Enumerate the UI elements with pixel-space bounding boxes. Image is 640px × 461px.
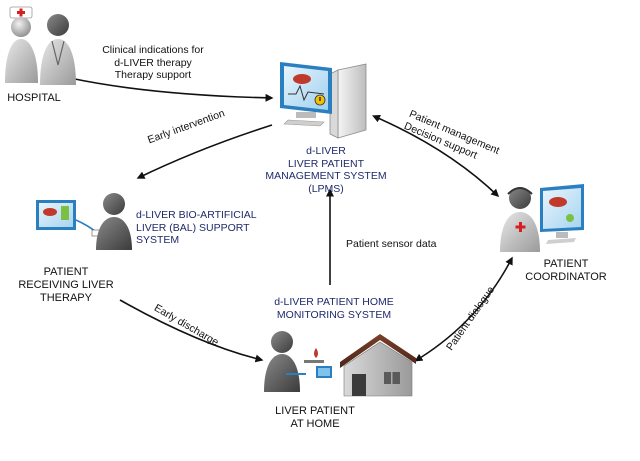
bal-patient-line-1: PATIENT: [43, 266, 89, 278]
lpms-computer-icon: [280, 62, 367, 139]
node-bal-system-label: d-LIVER BIO-ARTIFICIAL LIVER (BAL) SUPPO…: [136, 209, 276, 247]
arrow-hospital-to-lpms: [69, 77, 274, 102]
node-lpms-label: d-LIVER LIVER PATIENT MANAGEMENT SYSTEM …: [256, 145, 396, 195]
arrow-early-discharge: [119, 299, 264, 363]
lpms-line-3: MANAGEMENT SYSTEM: [265, 170, 387, 182]
node-bal-patient-label: PATIENT RECEIVING LIVER THERAPY: [6, 266, 126, 305]
bal-system-line-2: LIVER (BAL) SUPPORT: [136, 221, 250, 234]
coordinator-icon: [500, 184, 584, 252]
bal-system-line-1: d-LIVER BIO-ARTIFICIAL: [136, 209, 257, 221]
node-hospital-label: HOSPITAL: [4, 92, 64, 105]
node-home-system-label: d-LIVER PATIENT HOME MONITORING SYSTEM: [264, 296, 404, 321]
hospital-label: HOSPITAL: [7, 92, 61, 104]
home-system-line-1: d-LIVER PATIENT HOME: [274, 296, 394, 308]
patient-sensor-data-text: Patient sensor data: [346, 238, 437, 250]
home-system-line-2: MONITORING SYSTEM: [276, 308, 392, 321]
arrow-early-intervention: [136, 124, 273, 179]
node-coordinator-label: PATIENT COORDINATOR: [516, 258, 616, 284]
lpms-line-1: d-LIVER: [306, 145, 346, 157]
flow-patient-sensor-data-label: Patient sensor data: [346, 238, 436, 251]
home-patient-line-2: AT HOME: [290, 418, 340, 430]
lpms-line-4: (LPMS): [308, 182, 344, 195]
arrow-patient-management: [372, 114, 500, 198]
hospital-icon: [5, 6, 76, 85]
home-patient-line-1: LIVER PATIENT: [275, 405, 355, 417]
lpms-line-2: LIVER PATIENT: [287, 157, 365, 170]
home-patient-icon: [264, 331, 416, 397]
coordinator-line-2: COORDINATOR: [525, 271, 607, 283]
bal-system-line-3: SYSTEM: [136, 234, 180, 246]
bal-patient-icon: [36, 193, 132, 250]
coordinator-line-1: PATIENT: [543, 258, 589, 270]
hospital-flow-line-1: Clinical indications for: [102, 44, 204, 56]
hospital-flow-line-2: d-LIVER therapy: [114, 56, 192, 69]
flow-hospital-to-lpms-label: Clinical indications for d-LIVER therapy…: [88, 44, 218, 82]
bal-patient-line-2: RECEIVING LIVER: [18, 279, 114, 291]
node-home-patient-label: LIVER PATIENT AT HOME: [260, 405, 370, 431]
arrow-patient-dialogue: [414, 256, 513, 362]
hospital-flow-line-3: Therapy support: [114, 69, 192, 81]
bal-patient-line-3: THERAPY: [40, 292, 92, 304]
